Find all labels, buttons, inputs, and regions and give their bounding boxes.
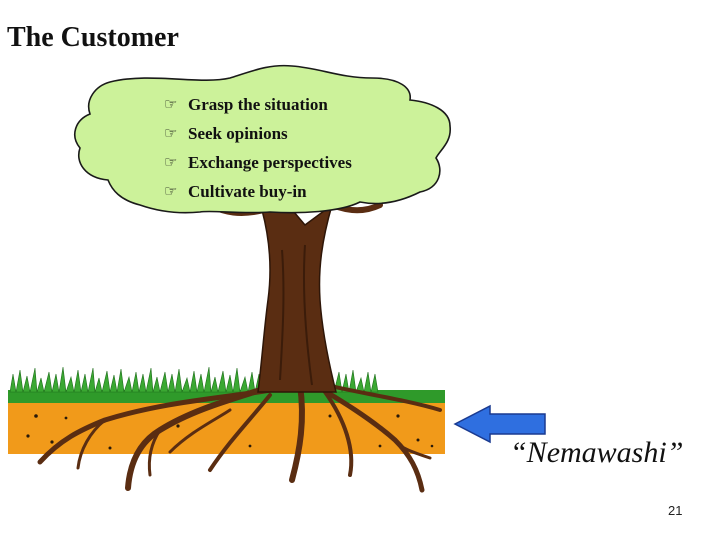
pointing-hand-icon: ☞ [164,126,178,142]
bullet-text: Seek opinions [188,123,288,143]
nemawashi-label: “Nemawashi” [510,436,684,469]
pointing-hand-icon: ☞ [164,97,178,113]
tree-canopy [74,64,451,214]
bullet-item: ☞ Seek opinions [164,119,352,148]
bullet-item: ☞ Grasp the situation [164,90,352,119]
bullet-item: ☞ Cultivate buy-in [164,177,352,206]
bullet-item: ☞ Exchange perspectives [164,148,352,177]
bullet-text: Cultivate buy-in [188,181,307,201]
bullet-list: ☞ Grasp the situation ☞ Seek opinions ☞ … [164,90,352,206]
bullet-text: Exchange perspectives [188,152,352,172]
bullet-text: Grasp the situation [188,94,328,114]
left-arrow-icon [453,404,546,444]
pointing-hand-icon: ☞ [164,184,178,200]
pointing-hand-icon: ☞ [164,155,178,171]
tree-trunk [206,201,383,393]
slide-title: The Customer [7,22,179,53]
page-number: 21 [668,503,683,518]
